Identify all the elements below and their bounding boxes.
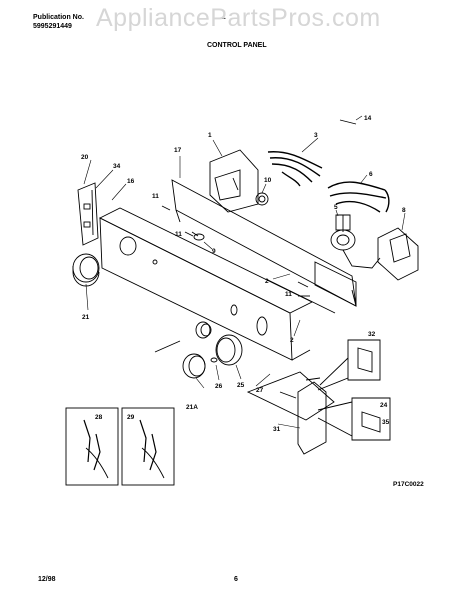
diagram-code: P17C0022 [393, 481, 424, 488]
leader-lines [83, 115, 406, 429]
callout-3: 3 [314, 132, 318, 139]
callout-11-b: 11 [175, 231, 182, 238]
detail-32 [317, 339, 381, 391]
callout-28: 28 [95, 414, 103, 421]
callout-9: 9 [212, 248, 216, 255]
model-number: ... [220, 14, 226, 21]
connect-wire [342, 249, 381, 269]
callout-11-a: 11 [152, 193, 159, 200]
spring-clip [210, 357, 218, 363]
callout-25: 25 [237, 382, 245, 389]
callout-31: 31 [273, 426, 281, 433]
inset-28 [65, 407, 119, 486]
callout-21: 21 [82, 314, 90, 321]
callout-35: 35 [382, 419, 390, 426]
callout-32: 32 [368, 331, 376, 338]
footer-page: 6 [234, 576, 238, 583]
callout-29: 29 [127, 414, 135, 421]
wire-harness-a [267, 151, 323, 187]
push-switch [191, 231, 205, 241]
publication-number: 5995291449 [33, 23, 72, 30]
callout-26: 26 [215, 383, 223, 390]
lead-line [154, 340, 181, 353]
knob-left [72, 253, 100, 287]
knob-21a [182, 353, 206, 379]
callout-34: 34 [113, 163, 121, 170]
callout-10: 10 [264, 177, 272, 184]
timer [209, 149, 259, 213]
relay-box [377, 227, 419, 281]
detail-24-35 [317, 397, 391, 441]
callout-2-b: 2 [290, 337, 294, 344]
knob-skirt [215, 334, 243, 366]
callout-24: 24 [380, 402, 388, 409]
callout-8: 8 [402, 207, 406, 214]
callout-14: 14 [364, 115, 372, 122]
selector-switch [330, 214, 356, 251]
callout-11-c: 11 [285, 291, 292, 298]
callout-16: 16 [127, 178, 135, 185]
jumper-wire [339, 119, 357, 125]
knob-lower-left [195, 321, 212, 339]
console-end-cap [267, 261, 357, 314]
wire-harness-b [327, 181, 390, 213]
footer-date: 12/98 [38, 576, 56, 583]
inset-29 [121, 407, 175, 486]
callout-6: 6 [369, 171, 373, 178]
callout-17: 17 [174, 147, 182, 154]
console-back-panel [171, 179, 357, 307]
screw-set [161, 205, 310, 297]
publication-label: Publication No. [33, 14, 84, 21]
callout-20: 20 [81, 154, 89, 161]
lower-switch-assembly [246, 371, 335, 455]
watermark: AppliancePartsPros.com [96, 4, 381, 32]
callout-27: 27 [256, 387, 264, 394]
callout-21a: 21A [186, 404, 198, 411]
section-title: CONTROL PANEL [207, 42, 267, 49]
callout-2-a: 2 [265, 278, 269, 285]
callout-5: 5 [334, 204, 338, 211]
end-bracket [77, 182, 99, 246]
callout-1: 1 [208, 132, 212, 139]
